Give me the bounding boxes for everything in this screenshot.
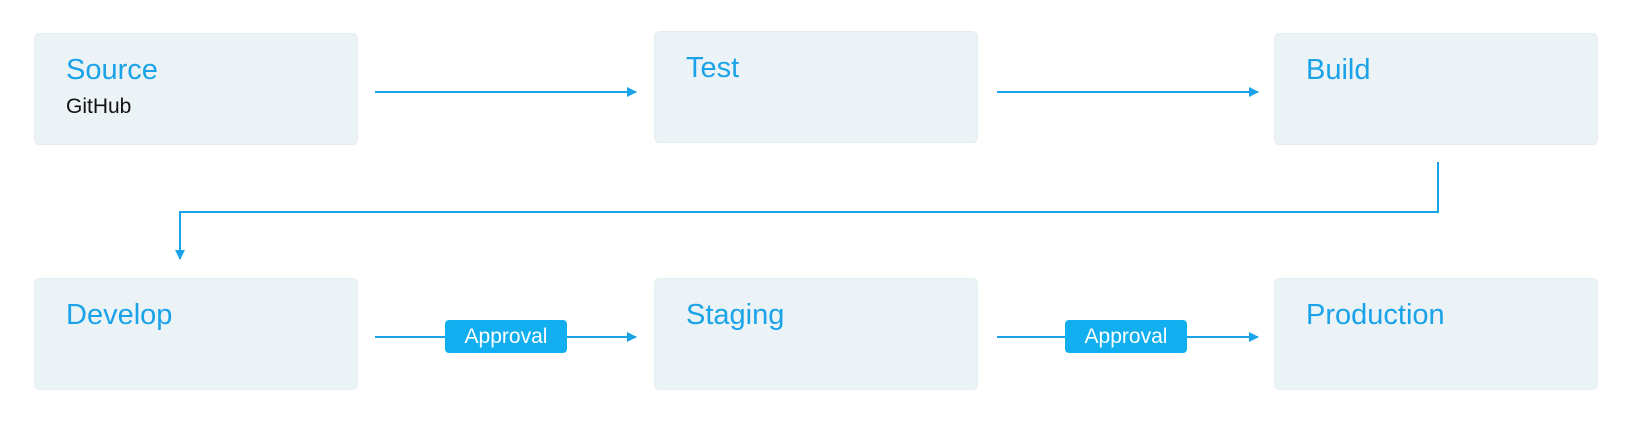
stage-title-staging: Staging — [686, 299, 785, 331]
stage-box-source: Source GitHub — [34, 33, 358, 145]
approval-badge-develop-staging: Approval — [445, 320, 567, 353]
stage-title-test: Test — [686, 52, 740, 84]
stage-box-production: Production — [1274, 278, 1598, 390]
stage-box-staging: Staging — [654, 278, 978, 390]
stage-box-develop: Develop — [34, 278, 358, 390]
stage-box-build: Build — [1274, 33, 1598, 145]
approval-badge-staging-production: Approval — [1065, 320, 1187, 353]
stage-title-production: Production — [1306, 299, 1445, 331]
arrow-build-to-develop — [175, 162, 1439, 260]
stage-title-develop: Develop — [66, 299, 173, 331]
stage-box-test: Test — [654, 31, 978, 143]
stage-title-source: Source — [66, 54, 158, 86]
stage-title-build: Build — [1306, 54, 1371, 86]
stage-subtitle-source: GitHub — [66, 95, 132, 118]
